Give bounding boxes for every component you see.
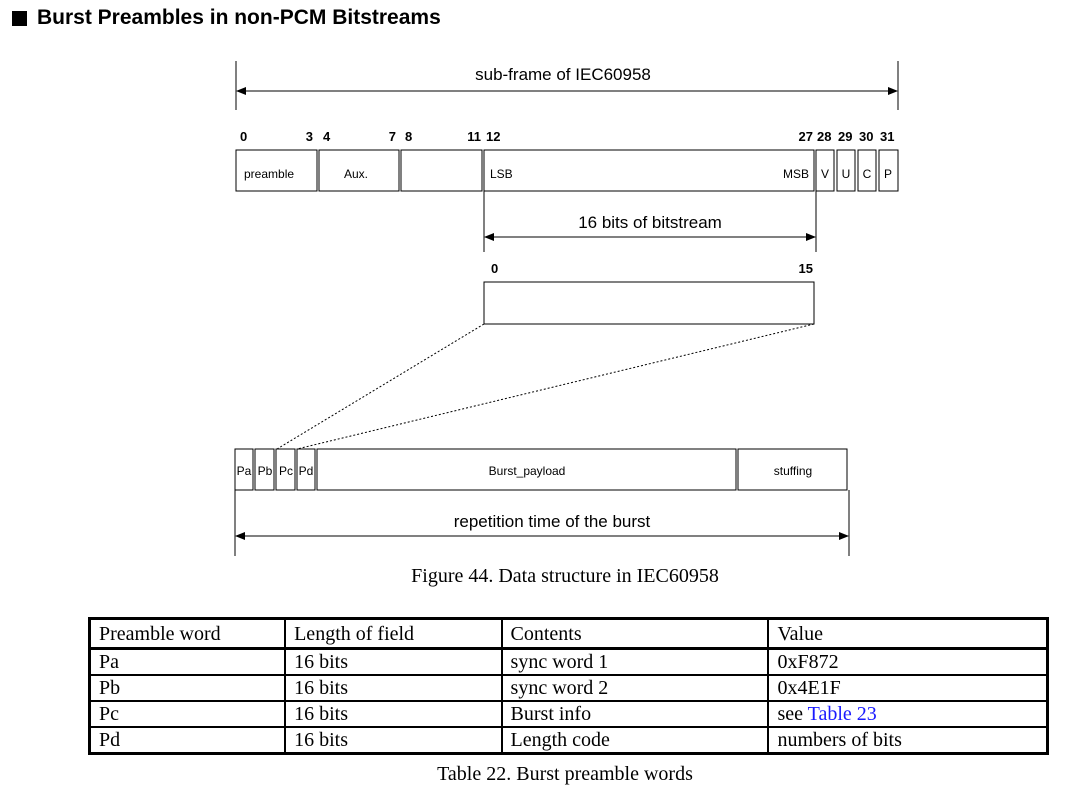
repetition-span: repetition time of the burst xyxy=(234,490,850,556)
bit-label: 27 xyxy=(799,129,813,144)
table-header-cell: Length of field xyxy=(284,617,503,650)
subframe-bit-labels: 0 3 4 7 8 11 12 27 28 29 30 31 xyxy=(240,129,894,144)
bits-8-11-field xyxy=(400,149,483,192)
burst-fields xyxy=(234,448,848,491)
figure-caption: Figure 44. Data structure in IEC60958 xyxy=(411,565,719,587)
subframe-field-labels: preamble Aux. LSB MSB V U C P xyxy=(244,167,892,181)
table-cell: Pd xyxy=(88,726,287,755)
aux-field xyxy=(318,149,400,192)
bit-label: 11 xyxy=(467,129,481,144)
subframe-span: sub-frame of IEC60958 xyxy=(235,61,899,110)
table-cell: Pc xyxy=(88,700,287,728)
p-label: P xyxy=(884,167,892,181)
table-23-link[interactable]: Table 23 xyxy=(807,703,877,725)
bit-label: 0 xyxy=(240,129,247,144)
table-cell: Length code xyxy=(500,726,770,755)
table-cell: Pb xyxy=(88,674,287,702)
v-label: V xyxy=(821,167,829,181)
pc-label: Pc xyxy=(279,464,293,478)
table-caption: Table 22. Burst preamble words xyxy=(437,763,693,785)
audio-sample-field xyxy=(483,149,815,192)
section-heading: Burst Preambles in non-PCM Bitstreams xyxy=(12,6,441,30)
table-row: Pb 16 bits sync word 2 0x4E1F xyxy=(88,674,1049,702)
bitstream-span: 16 bits of bitstream 0 15 xyxy=(483,191,817,325)
bit-label: 3 xyxy=(306,129,313,144)
table-cell: 16 bits xyxy=(284,726,503,755)
pb-field xyxy=(254,448,275,491)
table-cell: 0x4E1F xyxy=(767,674,1049,702)
iec60958-structure-diagram: sub-frame of IEC60958 0 3 4 7 8 11 12 27… xyxy=(234,61,899,556)
v-field xyxy=(815,149,835,192)
preamble-label: preamble xyxy=(244,167,294,181)
table-cell: 16 bits xyxy=(284,700,503,728)
bitstream-start-bit: 0 xyxy=(491,261,498,276)
table-header-cell: Preamble word xyxy=(88,617,287,650)
table-header-cell: Contents xyxy=(500,617,770,650)
c-label: C xyxy=(863,167,872,181)
repetition-title: repetition time of the burst xyxy=(454,512,651,531)
table-cell: numbers of bits xyxy=(767,726,1049,755)
bit-label: 8 xyxy=(405,129,412,144)
pb-label: Pb xyxy=(258,464,273,478)
bit-label: 4 xyxy=(323,129,331,144)
bitstream-end-bit: 15 xyxy=(799,261,813,276)
stuffing-label: stuffing xyxy=(774,464,812,478)
pd-label: Pd xyxy=(299,464,314,478)
table-cell: 0xF872 xyxy=(767,647,1049,676)
table-header-cell: Value xyxy=(767,617,1049,650)
bit-label: 30 xyxy=(859,129,873,144)
table-cell: 16 bits xyxy=(284,674,503,702)
table-row: Pd 16 bits Length code numbers of bits xyxy=(88,726,1049,755)
preamble-field xyxy=(235,149,318,192)
msb-label: MSB xyxy=(783,167,809,181)
subframe-fields xyxy=(235,149,899,192)
pa-field xyxy=(234,448,254,491)
zoom-line-left xyxy=(276,323,485,450)
burst-payload-label: Burst_payload xyxy=(489,464,566,478)
bitstream-title: 16 bits of bitstream xyxy=(578,213,722,232)
square-bullet-icon xyxy=(12,10,27,26)
section-heading-text: Burst Preambles in non-PCM Bitstreams xyxy=(37,6,441,29)
zoom-line-right xyxy=(296,323,815,450)
u-label: U xyxy=(842,167,851,181)
bit-label: 12 xyxy=(486,129,500,144)
table-cell: Burst info xyxy=(500,700,770,728)
value-prefix-text: see xyxy=(777,703,808,725)
stuffing-field xyxy=(737,448,848,491)
table-cell: see Table 23 xyxy=(767,700,1049,728)
table-row: Pc 16 bits Burst info see Table 23 xyxy=(88,700,1049,728)
burst-preamble-table: Preamble word Length of field Contents V… xyxy=(88,617,1049,755)
table-cell: Pa xyxy=(88,647,287,676)
table-cell: 16 bits xyxy=(284,647,503,676)
pd-field xyxy=(296,448,316,491)
lsb-label: LSB xyxy=(490,167,513,181)
pa-label: Pa xyxy=(237,464,252,478)
p-field xyxy=(878,149,899,192)
burst-field-labels: Pa Pb Pc Pd Burst_payload stuffing xyxy=(237,464,813,478)
c-field xyxy=(857,149,877,192)
u-field xyxy=(836,149,856,192)
bitstream-box xyxy=(483,281,815,325)
table-cell: sync word 1 xyxy=(500,647,770,676)
table-row: Pa 16 bits sync word 1 0xF872 xyxy=(88,647,1049,676)
bit-label: 28 xyxy=(817,129,831,144)
bit-label: 31 xyxy=(880,129,894,144)
table-cell: sync word 2 xyxy=(500,674,770,702)
aux-label: Aux. xyxy=(344,167,368,181)
table-header-row: Preamble word Length of field Contents V… xyxy=(88,617,1049,650)
bit-label: 29 xyxy=(838,129,852,144)
pc-field xyxy=(275,448,296,491)
zoom-lines xyxy=(276,323,815,450)
bit-label: 7 xyxy=(389,129,396,144)
subframe-title: sub-frame of IEC60958 xyxy=(475,65,651,84)
burst-payload-field xyxy=(316,448,737,491)
